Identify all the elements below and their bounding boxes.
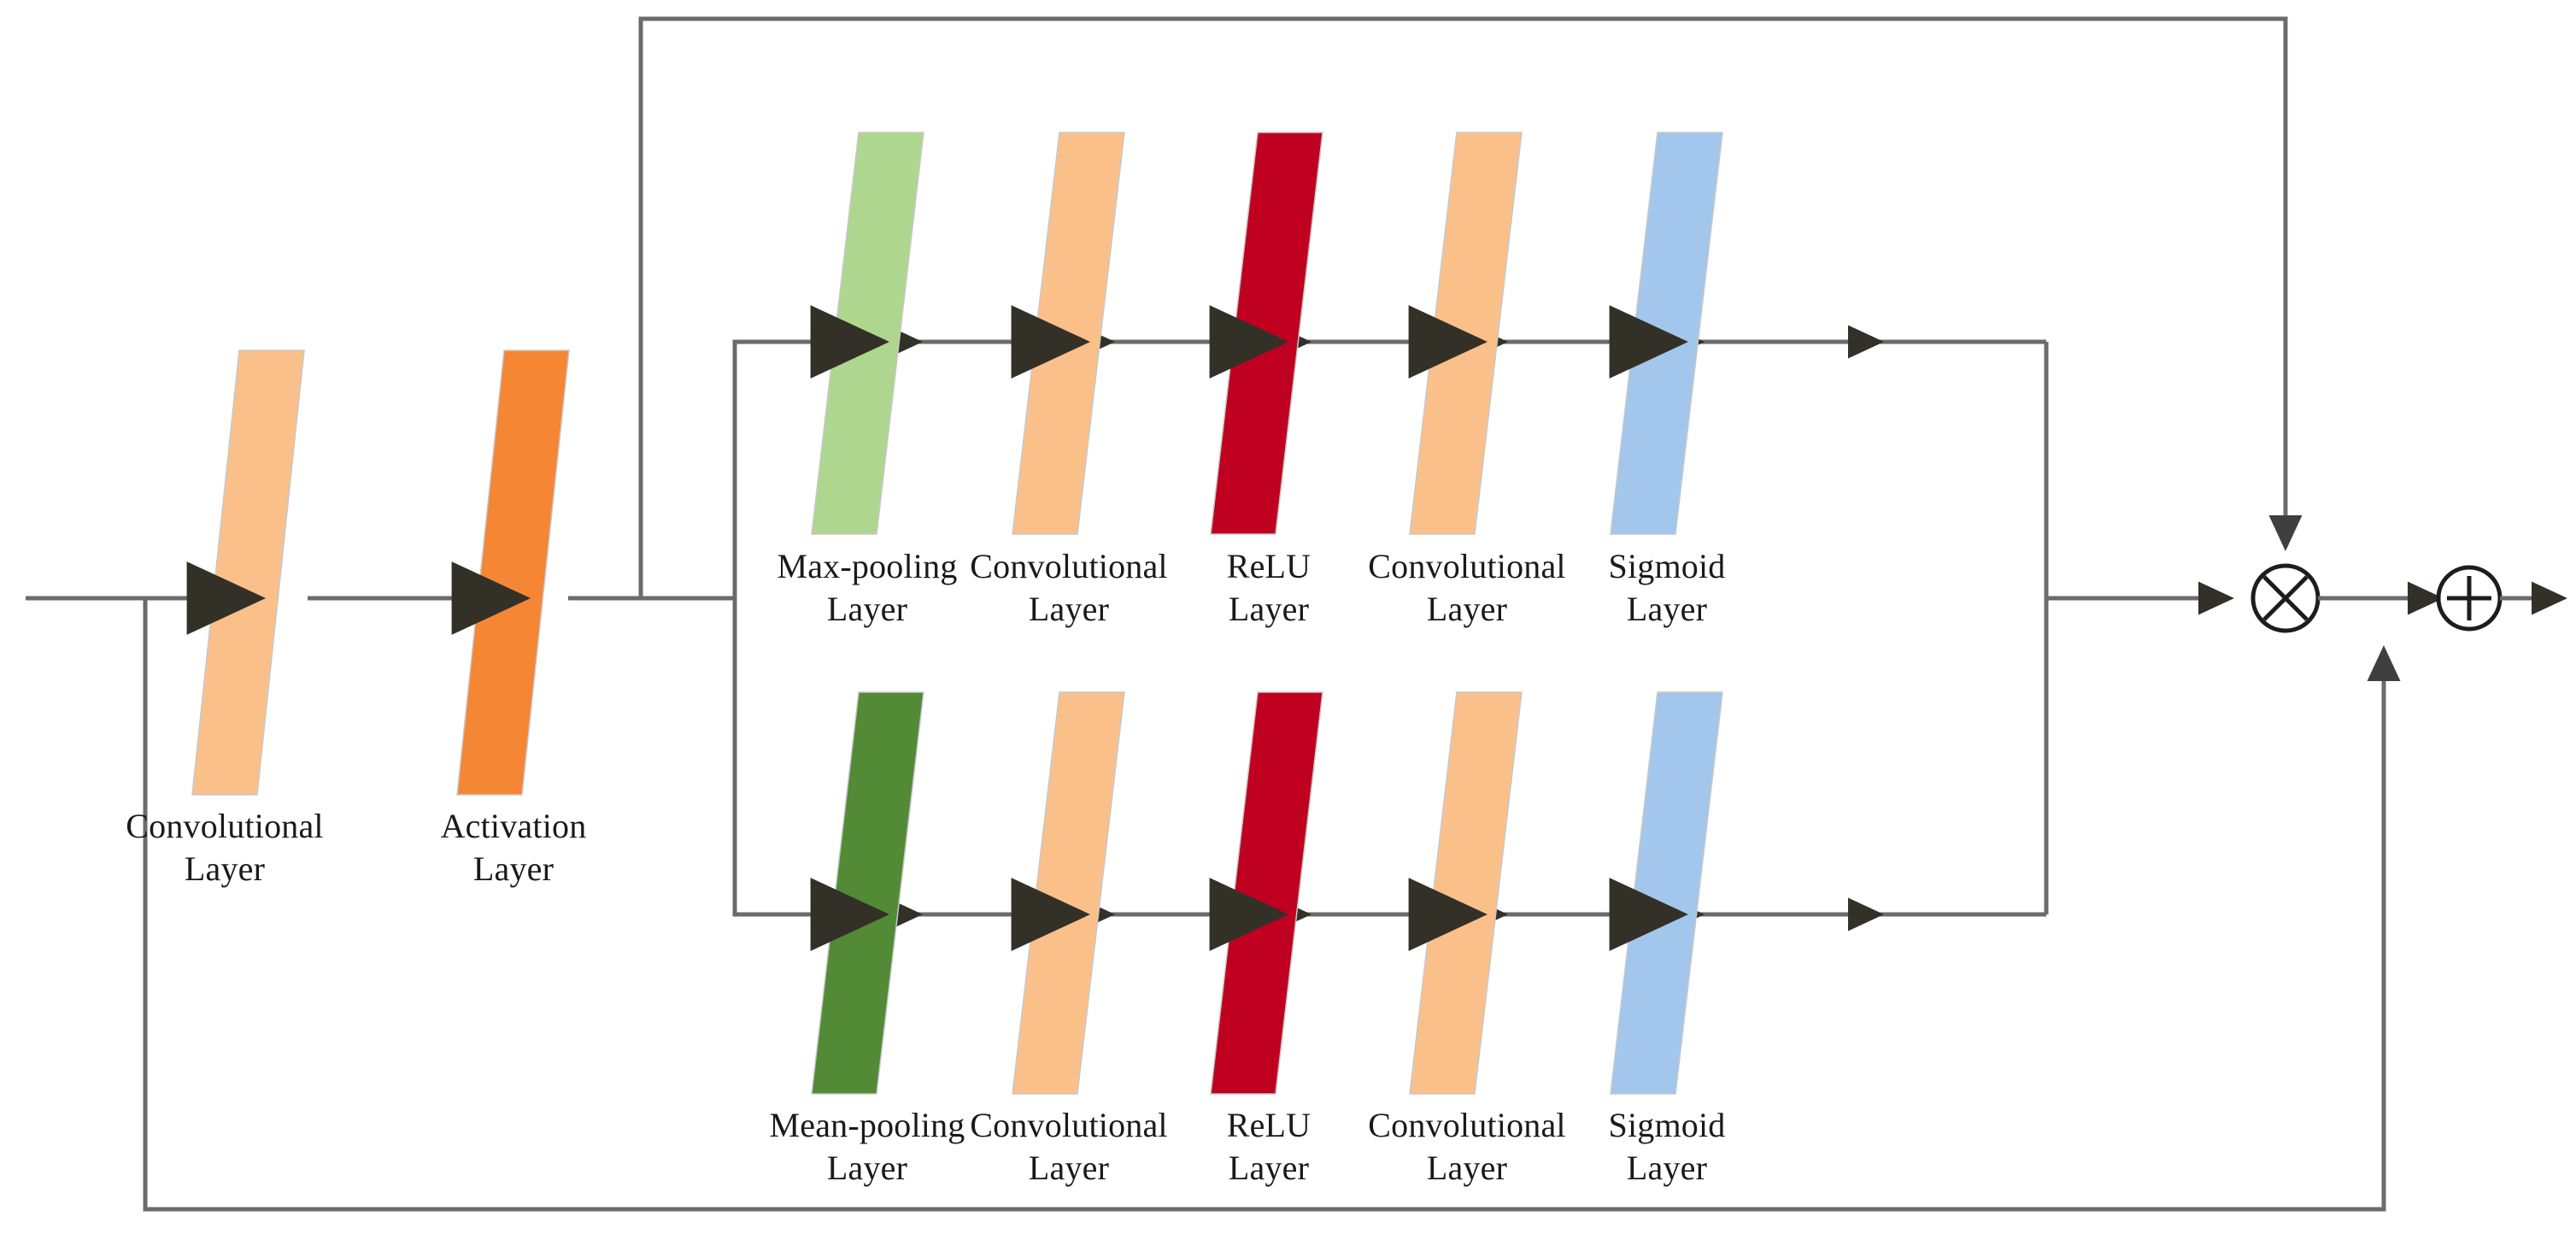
label-up-conv1: Convolutional Layer <box>970 547 1168 629</box>
stem-conv-shape <box>191 350 305 796</box>
upper-branch-shapes <box>811 132 1723 535</box>
label-low-pool: Mean-pooling Layer <box>769 1106 965 1188</box>
low-sigmoid-shape <box>1610 691 1723 1095</box>
through-shape-arrows <box>186 305 1688 951</box>
residual-path <box>143 598 2401 1212</box>
low-relu-shape <box>1210 691 1323 1095</box>
label-up-conv2: Convolutional Layer <box>1368 547 1566 629</box>
label-up-pool: Max-pooling Layer <box>777 547 958 629</box>
low-conv1-shape <box>1012 691 1125 1095</box>
up-conv2-shape <box>1409 132 1523 535</box>
up-conv1-shape <box>1012 132 1125 535</box>
stem-blocks <box>191 350 570 796</box>
residual-connection <box>143 598 2401 1212</box>
lower-branch-rail <box>732 598 2046 917</box>
label-low-conv1: Convolutional Layer <box>970 1106 1168 1188</box>
up-sigmoid-shape <box>1610 132 1723 535</box>
label-low-sigmoid: Sigmoid Layer <box>1608 1106 1726 1188</box>
up-pool-shape <box>811 132 924 535</box>
up-relu-shape <box>1210 132 1323 535</box>
label-low-relu: ReLU Layer <box>1226 1106 1311 1188</box>
label-up-relu: ReLU Layer <box>1226 547 1311 629</box>
operator-nodes <box>2250 563 2567 633</box>
label-stem-conv: Convolutional Layer <box>126 807 324 889</box>
skip-path <box>638 16 2303 598</box>
stem-activation-shape <box>456 350 570 796</box>
low-conv2-shape <box>1409 691 1523 1095</box>
label-low-conv2: Convolutional Layer <box>1368 1106 1566 1188</box>
label-stem-activation: Activation Layer <box>440 807 587 889</box>
label-up-sigmoid: Sigmoid Layer <box>1608 547 1726 629</box>
low-pool-shape <box>811 691 924 1095</box>
multiply-glyph-b <box>2262 575 2309 621</box>
skip-connection <box>638 16 2303 598</box>
lower-branch-shapes <box>811 691 1723 1095</box>
